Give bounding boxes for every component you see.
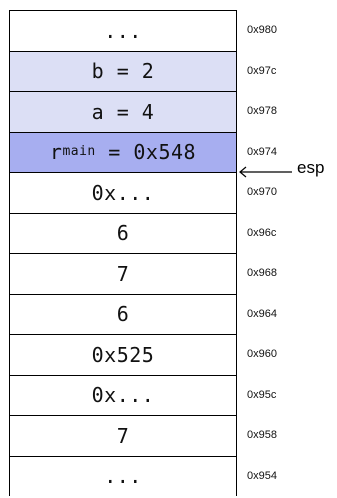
cell-address: 0x958 (247, 429, 277, 441)
cell-value: 0x... (91, 180, 155, 205)
stack-cell: a = 4 (10, 91, 236, 132)
cell-address: 0x95c (247, 388, 277, 401)
stack-cell: 6 (10, 293, 236, 335)
cell-value: 0x... (91, 383, 155, 408)
cell-address: 0x968 (247, 267, 277, 279)
cell-value: 6 (116, 221, 130, 246)
cell-value: ... (104, 18, 142, 43)
stack-cell: 6 (10, 212, 236, 254)
esp-arrow-icon (239, 166, 292, 178)
cell-value: r (49, 140, 63, 165)
cell-value: ... (104, 464, 142, 489)
cell-address: 0x974 (247, 145, 277, 158)
stack-cell: b = 2 (10, 50, 236, 91)
stack-cell: 7 (10, 415, 236, 456)
stack-cell: 0x... (10, 172, 236, 213)
cell-value: 0x525 (91, 342, 155, 367)
cell-value: 7 (116, 261, 130, 286)
stack-cell: 7 (10, 253, 236, 294)
cell-value: b = 2 (91, 59, 155, 84)
stack-cell: ... (10, 10, 236, 51)
cell-address: 0x970 (247, 186, 277, 198)
esp-label: esp (297, 158, 325, 177)
cell-value: 7 (116, 423, 130, 448)
cell-address: 0x96c (247, 226, 277, 239)
stack-cell: ... (10, 455, 236, 497)
cell-address: 0x97c (247, 64, 277, 77)
cell-value: a = 4 (91, 99, 155, 124)
cell-address: 0x960 (247, 348, 277, 360)
cell-address: 0x954 (247, 469, 277, 482)
cell-address: 0x978 (247, 105, 277, 117)
cell-address: 0x964 (247, 307, 277, 320)
cell-address: 0x980 (247, 24, 277, 36)
stack-cell: 0x... (10, 374, 236, 416)
cell-value-suffix: = 0x548 (95, 140, 197, 165)
stack-cell: 0x525 (10, 334, 236, 375)
cell-value: 6 (116, 302, 130, 327)
